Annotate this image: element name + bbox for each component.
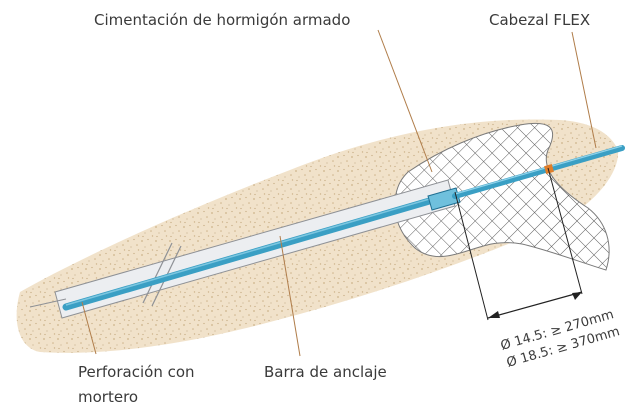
flex-head xyxy=(452,145,625,199)
anchor-bar xyxy=(62,191,454,311)
label-bore-line1: Perforación con xyxy=(78,363,195,381)
anchor-bar-highlight xyxy=(65,192,451,306)
flex-collar xyxy=(544,164,554,174)
coupling-sleeve xyxy=(427,187,461,211)
dimension-annotation xyxy=(454,167,583,321)
flex-head-highlight xyxy=(454,145,623,195)
label-bore-line2: mortero xyxy=(78,388,138,406)
concrete-foundation xyxy=(394,122,610,271)
label-anchor-bar: Barra de anclaje xyxy=(264,363,387,381)
label-foundation: Cimentación de hormigón armado xyxy=(94,11,350,29)
tail-wire xyxy=(29,298,67,308)
leader-lines xyxy=(81,29,597,357)
label-flex-head: Cabezal FLEX xyxy=(489,11,590,29)
